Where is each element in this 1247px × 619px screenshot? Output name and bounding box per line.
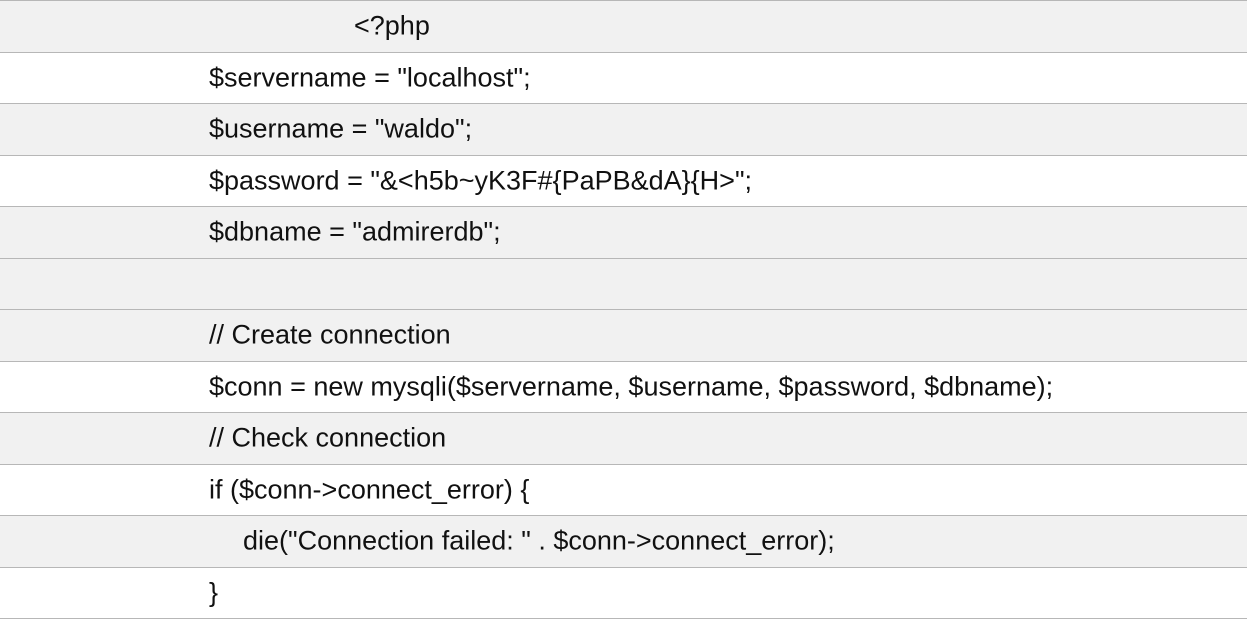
code-line-text: <?php [354, 10, 430, 41]
code-line-text: $username = "waldo"; [209, 113, 473, 144]
code-line-text: $conn = new mysqli($servername, $usernam… [209, 371, 1054, 402]
code-line-2[interactable]: $servername = "localhost"; [0, 52, 1247, 104]
code-line-text: // Check connection [209, 422, 447, 453]
code-line-12[interactable]: } [0, 567, 1247, 619]
code-line-text: // Create connection [209, 319, 451, 350]
code-line-text: if ($conn->connect_error) { [209, 474, 530, 505]
code-line-9[interactable]: // Check connection [0, 413, 1247, 465]
code-line-7[interactable]: // Create connection [0, 310, 1247, 362]
code-line-text: $dbname = "admirerdb"; [209, 216, 501, 247]
code-line-text: $servername = "localhost"; [209, 62, 531, 93]
code-line-8[interactable]: $conn = new mysqli($servername, $usernam… [0, 361, 1247, 413]
code-line-3[interactable]: $username = "waldo"; [0, 104, 1247, 156]
code-line-1[interactable]: <?php [0, 1, 1247, 53]
code-line-10[interactable]: if ($conn->connect_error) { [0, 464, 1247, 516]
code-line-11[interactable]: die("Connection failed: " . $conn->conne… [0, 516, 1247, 568]
code-line-4[interactable]: $password = "&<h5b~yK3F#{PaPB&dA}{H>"; [0, 155, 1247, 207]
code-line-6[interactable] [0, 258, 1247, 310]
code-line-text: die("Connection failed: " . $conn->conne… [243, 525, 835, 556]
code-line-text: } [209, 577, 219, 608]
code-line-5[interactable]: $dbname = "admirerdb"; [0, 207, 1247, 259]
code-line-text: $password = "&<h5b~yK3F#{PaPB&dA}{H>"; [209, 165, 753, 196]
